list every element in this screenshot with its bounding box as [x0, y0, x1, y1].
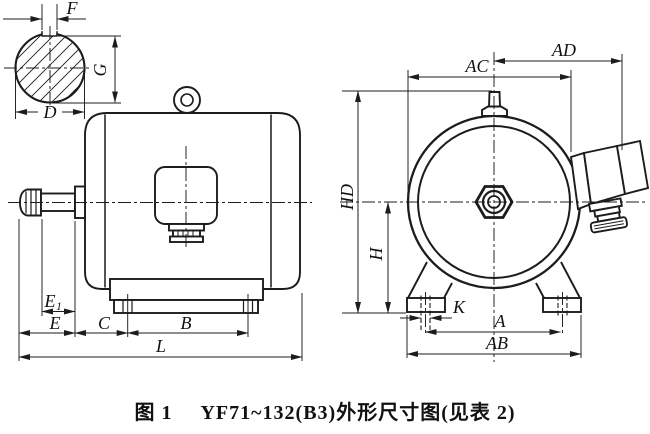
figure-caption: 图 1 YF71~132(B3)外形尺寸图(见表 2)	[0, 396, 650, 425]
end-view-dimensions: AC AD HD H K A AB	[337, 40, 623, 358]
dim-label-B: B	[181, 313, 192, 333]
dim-label-A: A	[494, 311, 507, 331]
dim-label-E1-sub: 1	[56, 301, 62, 313]
dim-label-AD: AD	[551, 40, 576, 60]
motor-end-view	[340, 52, 650, 362]
left-foot-pad	[406, 297, 446, 313]
dim-label-C: C	[98, 313, 111, 333]
dim-label-D: D	[43, 102, 57, 122]
terminal-box-end	[569, 139, 650, 234]
side-view-dimensions: E 1 E C B L	[18, 219, 303, 361]
figure-title: YF71~132(B3)外形尺寸图(见表 2)	[200, 402, 516, 424]
dim-label-AB: AB	[485, 333, 508, 353]
shaft-section-view: F G D	[3, 0, 121, 122]
figure-number: 图 1	[134, 402, 173, 424]
dim-label-E1: E	[44, 291, 56, 311]
dim-label-H: H	[366, 247, 386, 262]
cable-gland	[587, 197, 628, 234]
eyebolt-plate	[488, 91, 501, 108]
right-foot-pad	[542, 297, 582, 313]
dim-label-G: G	[90, 64, 110, 77]
dim-label-K: K	[452, 297, 466, 317]
dim-label-F: F	[66, 0, 79, 18]
motor-side-view	[8, 86, 312, 314]
foot-plate	[109, 278, 264, 301]
dim-label-HD: HD	[337, 184, 357, 211]
dim-label-L: L	[155, 336, 166, 356]
dim-label-E: E	[49, 313, 61, 333]
dim-label-AC: AC	[464, 56, 489, 76]
